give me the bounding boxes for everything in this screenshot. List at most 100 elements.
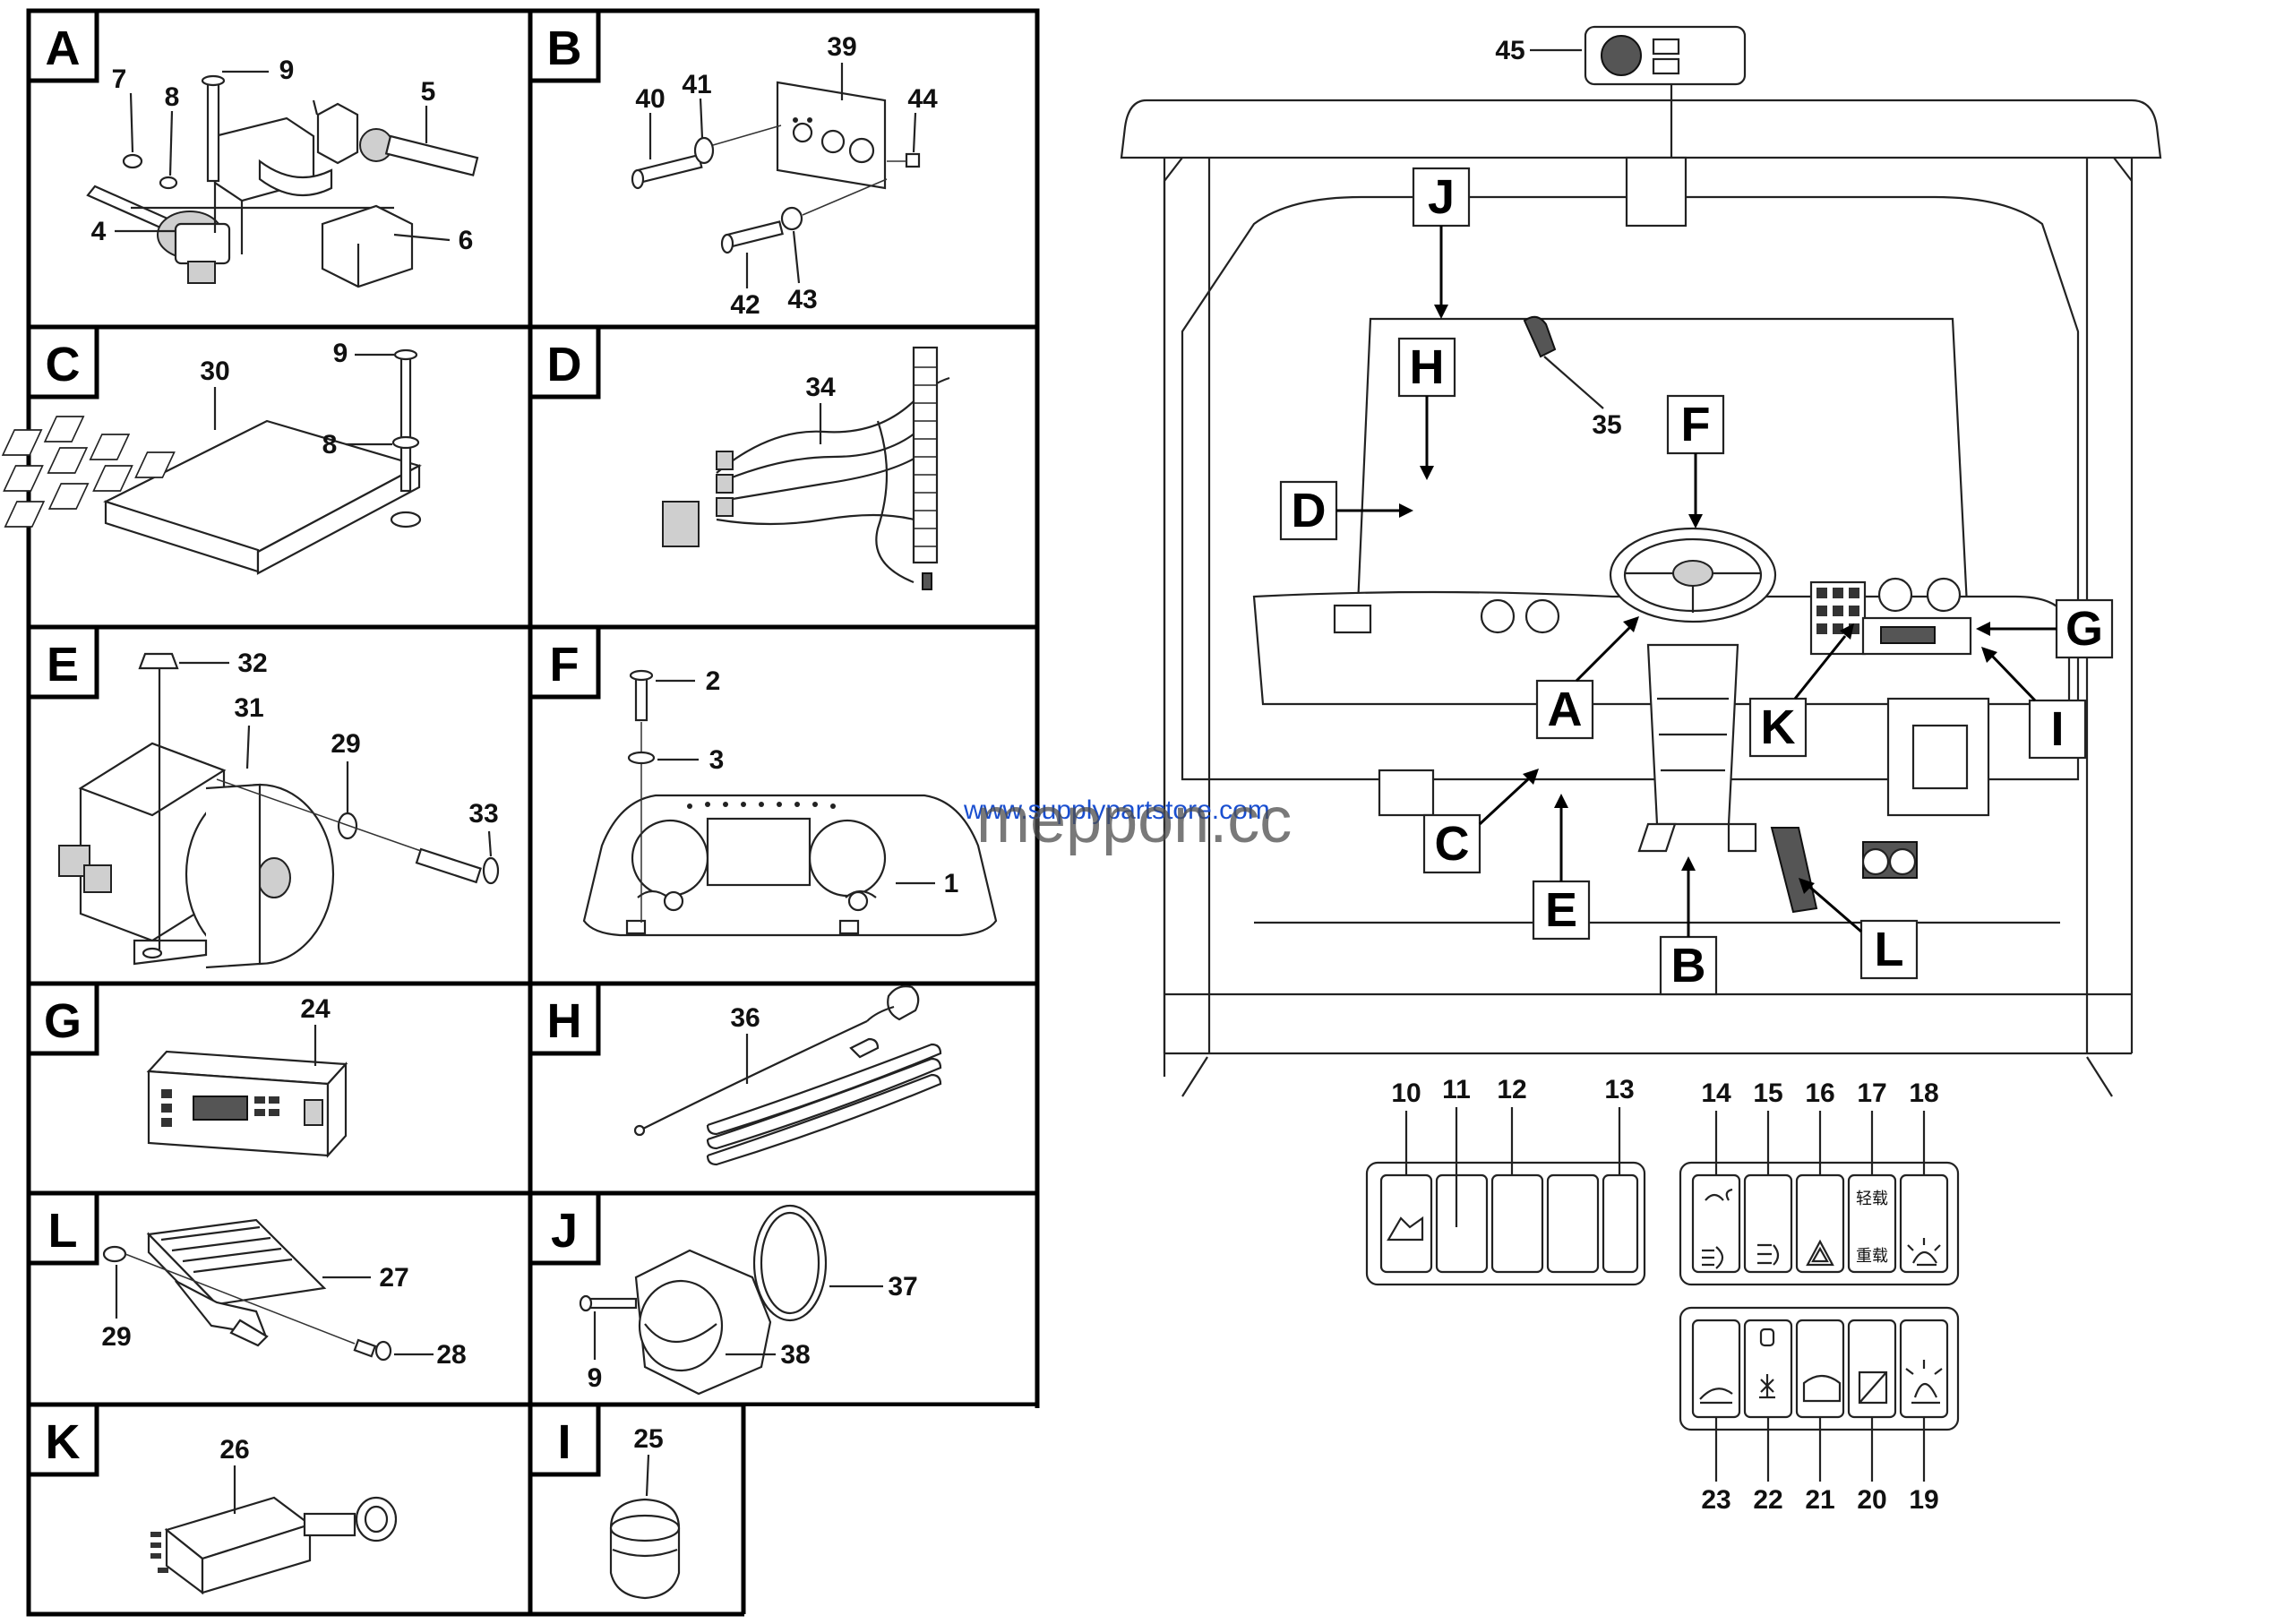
panel-label-G: G bbox=[26, 981, 99, 1056]
panel-I-numbers: 25 bbox=[633, 1424, 664, 1497]
svg-text:28: 28 bbox=[436, 1340, 466, 1370]
panel-label-H: H bbox=[528, 981, 601, 1056]
svg-text:11: 11 bbox=[1442, 1075, 1471, 1104]
svg-text:21: 21 bbox=[1805, 1485, 1834, 1515]
svg-text:22: 22 bbox=[1753, 1485, 1782, 1515]
svg-text:45: 45 bbox=[1495, 36, 1524, 65]
svg-text:G: G bbox=[2065, 602, 2103, 656]
svg-text:I: I bbox=[557, 1415, 571, 1469]
watermark: www.supplypartstore.com meppon.cc bbox=[963, 785, 1292, 856]
switch-panel-1 bbox=[1365, 1161, 1646, 1286]
svg-text:13: 13 bbox=[1604, 1075, 1634, 1104]
switch-panel-2: 轻载 重载 bbox=[1679, 1161, 1960, 1286]
svg-text:E: E bbox=[47, 638, 79, 692]
svg-text:30: 30 bbox=[200, 357, 229, 386]
svg-text:重载: 重载 bbox=[1856, 1247, 1888, 1265]
svg-text:9: 9 bbox=[279, 56, 295, 85]
svg-text:K: K bbox=[1761, 700, 1796, 754]
panel-label-I: I bbox=[528, 1402, 601, 1477]
svg-text:www.supplypartstore.com: www.supplypartstore.com bbox=[963, 795, 1270, 825]
panel-B-numbers: 39 40 41 44 42 43 bbox=[635, 32, 938, 320]
cab-callout-A: A bbox=[1535, 616, 1639, 740]
svg-text:L: L bbox=[1875, 923, 1904, 976]
svg-text:2: 2 bbox=[706, 666, 721, 696]
svg-text:19: 19 bbox=[1909, 1485, 1938, 1515]
svg-text:4: 4 bbox=[91, 217, 107, 246]
panel-label-L: L bbox=[26, 1190, 99, 1266]
svg-text:34: 34 bbox=[805, 373, 836, 402]
panel-H-numbers: 36 bbox=[730, 1003, 760, 1084]
svg-text:38: 38 bbox=[780, 1340, 810, 1370]
panel-D-drawing bbox=[662, 346, 950, 590]
svg-text:43: 43 bbox=[787, 285, 817, 314]
svg-text:J: J bbox=[551, 1204, 578, 1258]
switch-panel-3-numbers: 23 22 21 20 19 bbox=[1701, 1417, 1939, 1515]
svg-text:J: J bbox=[1428, 170, 1455, 224]
svg-text:9: 9 bbox=[333, 339, 348, 368]
panel-J-drawing bbox=[579, 1204, 828, 1396]
cab-callout-D: D bbox=[1279, 480, 1413, 541]
svg-text:14: 14 bbox=[1701, 1078, 1731, 1108]
cab-callout-H: H bbox=[1397, 337, 1456, 480]
svg-text:18: 18 bbox=[1909, 1078, 1938, 1108]
svg-text:32: 32 bbox=[237, 649, 267, 678]
svg-text:轻载: 轻载 bbox=[1856, 1190, 1888, 1207]
svg-text:8: 8 bbox=[165, 82, 180, 112]
svg-text:E: E bbox=[1545, 883, 1577, 937]
svg-text:6: 6 bbox=[459, 226, 474, 255]
svg-text:A: A bbox=[46, 21, 81, 75]
panel-L-numbers: 27 29 28 bbox=[101, 1263, 466, 1370]
cab-callout-K: K bbox=[1748, 623, 1854, 758]
svg-text:7: 7 bbox=[112, 64, 127, 94]
svg-text:H: H bbox=[1410, 340, 1445, 394]
svg-text:42: 42 bbox=[730, 290, 760, 320]
panel-D-numbers: 34 bbox=[805, 373, 836, 444]
panel-L-drawing bbox=[102, 1218, 392, 1362]
cab-numbers: 45 35 bbox=[1495, 36, 1621, 440]
svg-text:C: C bbox=[46, 338, 81, 391]
panel-C-numbers: 9 30 8 bbox=[200, 339, 394, 460]
panel-label-A: A bbox=[26, 8, 99, 83]
svg-text:33: 33 bbox=[468, 799, 498, 829]
panel-label-E: E bbox=[26, 624, 99, 700]
switch-panel-3 bbox=[1679, 1306, 1960, 1431]
switch-panel-2-numbers: 14 15 16 17 18 bbox=[1701, 1078, 1939, 1175]
svg-text:15: 15 bbox=[1753, 1078, 1782, 1108]
svg-text:37: 37 bbox=[888, 1272, 917, 1302]
svg-text:16: 16 bbox=[1805, 1078, 1834, 1108]
cab-callout-G: G bbox=[1976, 598, 2114, 659]
svg-text:12: 12 bbox=[1497, 1075, 1526, 1104]
svg-text:meppon.cc: meppon.cc bbox=[976, 785, 1292, 856]
panel-E-numbers: 32 31 29 33 bbox=[179, 649, 499, 857]
svg-text:40: 40 bbox=[635, 84, 665, 114]
svg-text:10: 10 bbox=[1391, 1078, 1421, 1108]
panel-label-K: K bbox=[26, 1402, 99, 1477]
panel-label-B: B bbox=[528, 8, 601, 83]
panel-H-drawing bbox=[633, 985, 942, 1166]
panel-label-J: J bbox=[528, 1190, 601, 1266]
panel-label-D: D bbox=[528, 324, 601, 400]
panel-label-F: F bbox=[528, 624, 601, 700]
cab-callout-B: B bbox=[1659, 856, 1718, 996]
svg-text:A: A bbox=[1548, 683, 1583, 736]
panel-K-numbers: 26 bbox=[219, 1435, 250, 1514]
switch-panel-1-numbers: 10 11 12 13 bbox=[1391, 1075, 1635, 1227]
svg-text:23: 23 bbox=[1701, 1485, 1730, 1515]
cab-callout-L: L bbox=[1799, 878, 1919, 980]
svg-text:G: G bbox=[44, 994, 82, 1048]
svg-text:39: 39 bbox=[827, 32, 856, 62]
panel-E-drawing bbox=[58, 652, 500, 969]
panel-F-drawing bbox=[582, 669, 998, 937]
svg-text:29: 29 bbox=[101, 1322, 131, 1352]
svg-text:41: 41 bbox=[682, 70, 711, 99]
svg-text:K: K bbox=[46, 1415, 81, 1469]
panel-label-C: C bbox=[26, 324, 99, 400]
svg-text:25: 25 bbox=[633, 1424, 663, 1454]
panel-grid bbox=[26, 8, 1040, 1618]
cab-callout-E: E bbox=[1532, 794, 1591, 941]
svg-text:B: B bbox=[547, 21, 582, 75]
svg-text:35: 35 bbox=[1592, 410, 1621, 440]
svg-text:24: 24 bbox=[300, 994, 331, 1024]
svg-text:B: B bbox=[1671, 939, 1706, 992]
